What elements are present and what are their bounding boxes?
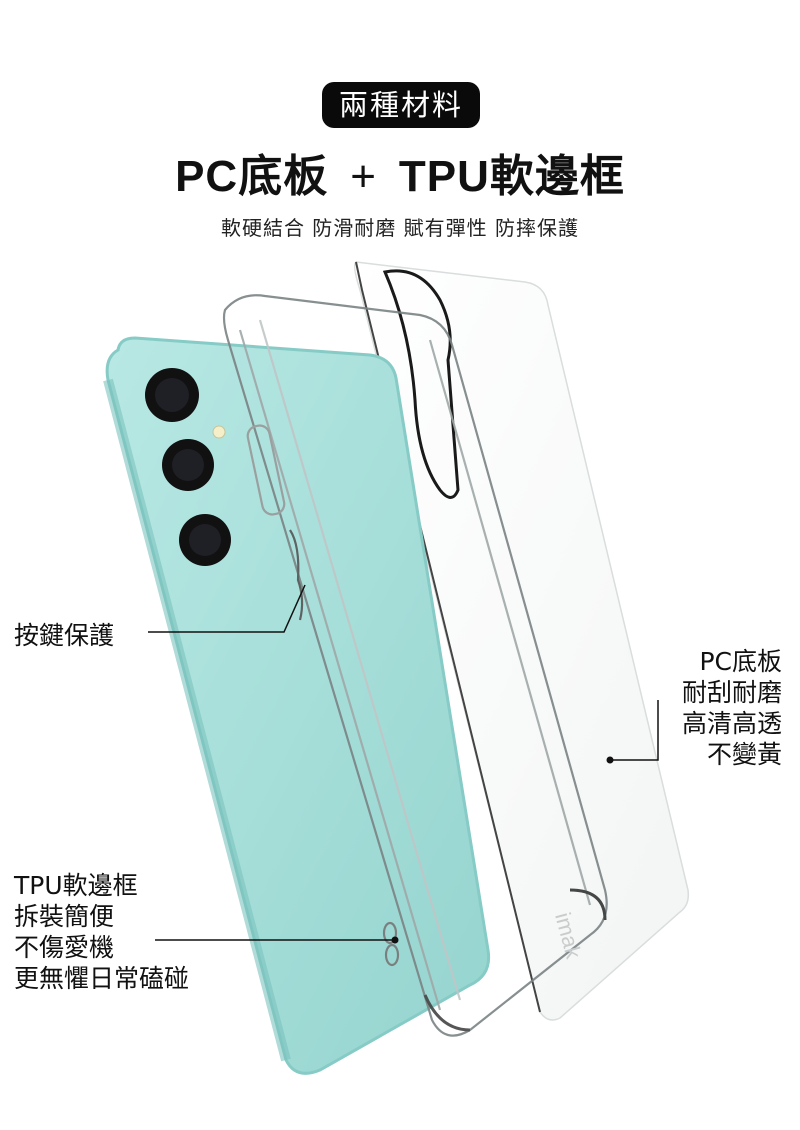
headline-pc: PC底板	[175, 152, 329, 201]
tpu-frame	[222, 294, 608, 1037]
page-title: PC底板 + TPU軟邊框	[0, 140, 800, 204]
flash-icon	[212, 425, 226, 439]
callout-pc-back: PC底板 耐刮耐磨 高清高透 不變黃	[682, 646, 782, 770]
callout-line-text: 按鍵保護	[14, 621, 115, 650]
feature-subtitle: 軟硬結合 防滑耐磨 賦有彈性 防摔保護	[220, 216, 580, 240]
tpu-callout-dot	[391, 936, 399, 944]
callout-line-text: 不傷愛機	[14, 933, 115, 962]
pc-callout-dot	[606, 756, 614, 764]
callout-line-text: 耐刮耐磨	[681, 678, 782, 707]
callout-lines	[148, 584, 659, 941]
callout-tpu-frame: TPU軟邊框 拆裝簡便 不傷愛機 更無懼日常磕碰	[14, 870, 189, 994]
pc-callout-line	[610, 700, 659, 761]
callout-line-text: 不變黃	[706, 740, 782, 769]
headline-tpu: TPU軟邊框	[398, 152, 625, 201]
button-callout-line	[148, 584, 306, 633]
callout-line-text: TPU軟邊框	[14, 871, 138, 900]
callout-line-text: 更無懼日常磕碰	[14, 964, 190, 993]
callout-line-text: 高清高透	[681, 709, 782, 738]
callout-button-protection: 按鍵保護	[14, 620, 114, 651]
callout-line-text: PC底板	[699, 647, 782, 676]
callout-line-text: 拆裝簡便	[14, 902, 115, 931]
materials-badge: 兩種材料	[322, 82, 480, 128]
pc-back-plate	[353, 261, 690, 1021]
headline-plus: +	[350, 152, 377, 201]
